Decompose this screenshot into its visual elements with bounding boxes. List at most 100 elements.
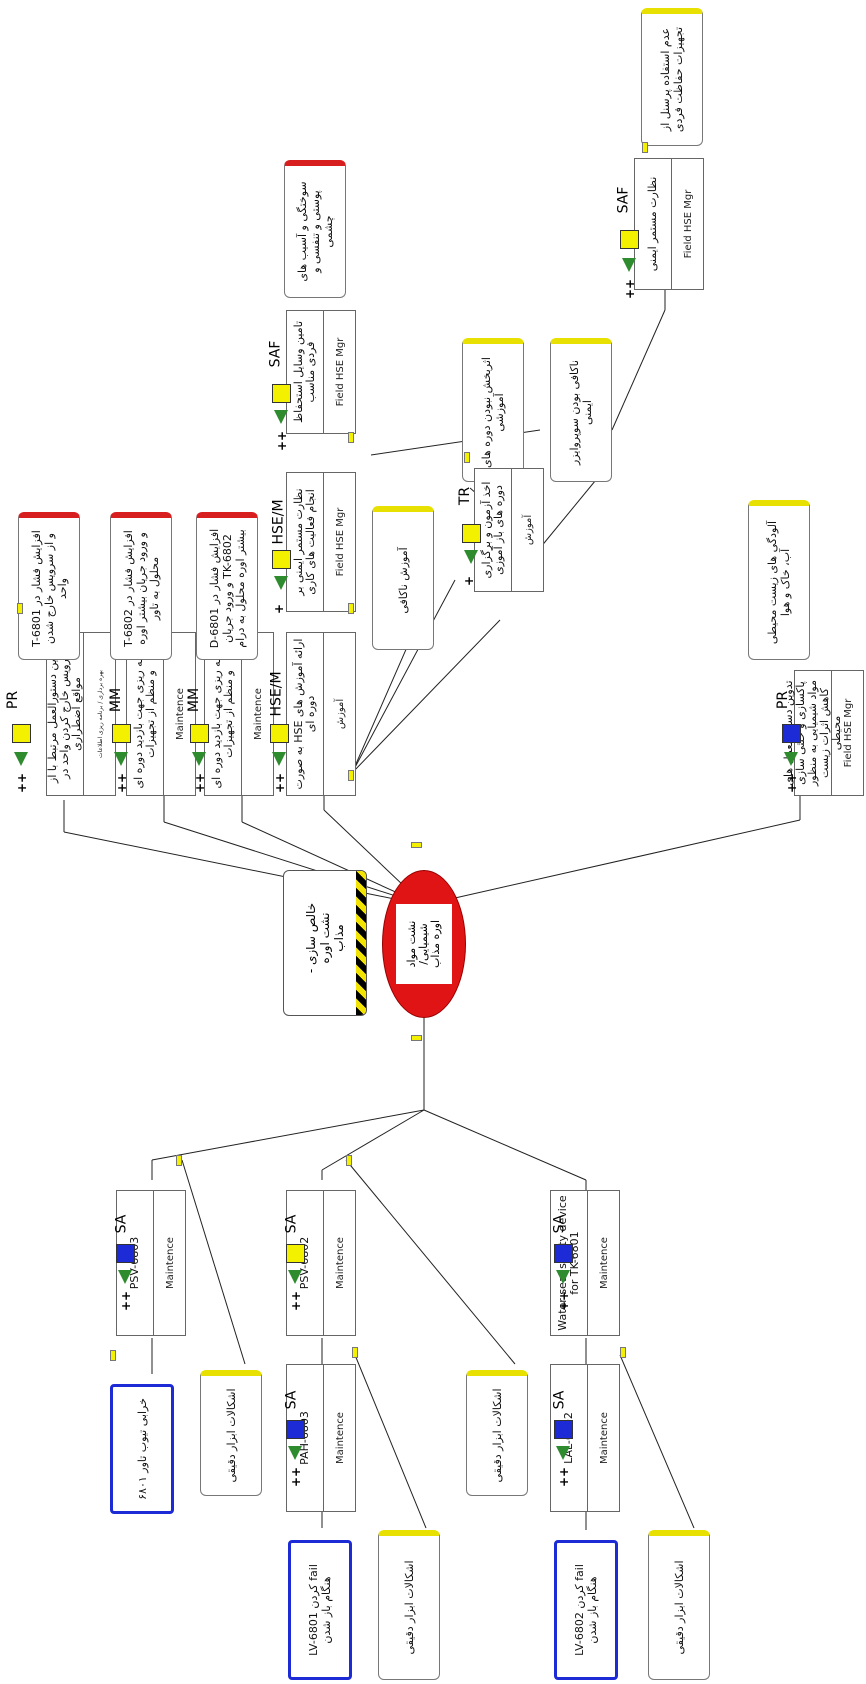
- barrier-tags: ++ PR: [775, 680, 806, 800]
- barrier-tags: ++ HSE/M: [264, 671, 294, 800]
- check-icon: [288, 1270, 302, 1284]
- barrier-subtitle: Maintence: [598, 1237, 610, 1289]
- barrier-type: SA: [283, 1390, 300, 1410]
- effectiveness-tag: ++: [193, 772, 208, 794]
- threat-box[interactable]: fail کردن LV-6801 هنگام باز شدن: [288, 1540, 352, 1680]
- consequence-box[interactable]: آلودگی های زیست محیطی آب، خاک و هوا: [748, 500, 810, 660]
- status-marker: [352, 1347, 358, 1358]
- barrier-tags: ++ SAF: [266, 330, 296, 451]
- status-marker: [176, 1155, 182, 1166]
- status-square: [286, 1420, 305, 1439]
- effectiveness-tag: ++: [115, 772, 130, 794]
- top-event-label: نشت مواد شیمیایی/ اوره مذاب: [405, 919, 442, 969]
- barrier-type: SA: [551, 1390, 568, 1410]
- barrier-tags: ++ SA: [280, 1390, 310, 1490]
- status-marker: [620, 1347, 626, 1358]
- barrier-subtitle: Field HSE Mgr: [334, 337, 346, 407]
- escalation-factor-label: اشکالات ابزار دقیقی: [402, 1560, 416, 1655]
- barrier-tags: ++ SAF: [614, 176, 644, 302]
- status-square: [112, 724, 131, 743]
- hazard-box[interactable]: خالص سازی - نشت اوره مذاب: [283, 870, 367, 1016]
- threat-box[interactable]: خرابی تیوب تاور ۶۸۰۱: [110, 1384, 174, 1514]
- barrier-type: TR: [457, 486, 474, 506]
- status-marker: [642, 142, 648, 153]
- status-square: [272, 550, 291, 569]
- check-icon: [556, 1270, 570, 1284]
- barrier-tags: ++ SA: [280, 1214, 310, 1314]
- check-icon: [288, 1446, 302, 1460]
- escalation-factor-box[interactable]: اشکالات ابزار دقیقی: [466, 1370, 528, 1496]
- effectiveness-tag: ++: [623, 278, 638, 300]
- status-marker: [346, 1155, 352, 1166]
- check-icon: [274, 410, 288, 424]
- barrier-tags: + TR: [456, 472, 486, 592]
- escalation-factor-box[interactable]: ناکافی بودن سوپروایزر ایمنی: [550, 338, 612, 482]
- escalation-factor-box[interactable]: آموزش ناکافی: [372, 506, 434, 650]
- escalation-barrier[interactable]: نظارت مستمر ایمنی Field HSE Mgr: [634, 158, 704, 290]
- consequence-barrier[interactable]: ارائه آموزش های HSE به صورت دوره ای آموز…: [286, 632, 356, 796]
- barrier-subtitle: Field HSE Mgr: [334, 507, 346, 577]
- check-icon: [274, 576, 288, 590]
- barrier-tags: ++ SA: [110, 1214, 140, 1314]
- escalation-factor-box[interactable]: اشکالات ابزار دقیقی: [378, 1530, 440, 1680]
- threat-label: خرابی تیوب تاور ۶۸۰۱: [135, 1398, 149, 1500]
- effectiveness-tag: +: [272, 603, 287, 615]
- hazard-stripes: [356, 871, 366, 1015]
- barrier-type: MM: [108, 687, 125, 713]
- escalation-factor-box[interactable]: عدم استفاده پرسنل از تجهیزات حفاظت فردی: [641, 8, 703, 146]
- escalation-factor-box[interactable]: اثربخش نبودن دوره های آموزشی: [462, 338, 524, 482]
- effectiveness-tag: ++: [557, 1466, 572, 1488]
- barrier-subtitle: Maintence: [164, 1237, 176, 1289]
- consequence-label: افزایش فشار در D-6801 TK-6802 و ورود جری…: [207, 528, 247, 649]
- status-square: [286, 1244, 305, 1263]
- escalation-factor-label: آموزش ناکافی: [396, 547, 410, 614]
- effectiveness-tag: ++: [15, 772, 30, 794]
- status-square: [12, 724, 31, 743]
- barrier-tags: ++ PR: [5, 680, 36, 800]
- barrier-type: SAF: [267, 340, 284, 368]
- top-event[interactable]: نشت مواد شیمیایی/ اوره مذاب: [382, 870, 466, 1018]
- barrier-tags: ++ SA: [548, 1390, 578, 1490]
- barrier-tags: ++ MM: [106, 680, 136, 800]
- effectiveness-tag: +: [462, 575, 477, 587]
- status-square: [782, 724, 801, 743]
- escalation-factor-box[interactable]: سوختگی و آسیب های پوستی و تنفسی و چشمی: [284, 160, 346, 298]
- escalation-factor-box[interactable]: اشکالات ابزار دقیقی: [648, 1530, 710, 1680]
- check-icon: [14, 752, 28, 766]
- consequence-box[interactable]: افزایش فشار در D-6801 TK-6802 و ورود جری…: [196, 512, 258, 660]
- barrier-subtitle: Field HSE Mgr: [682, 189, 694, 259]
- escalation-factor-label: ناکافی بودن سوپروایزر ایمنی: [568, 360, 594, 465]
- escalation-barrier[interactable]: نظارت مستمر ایمنی بر انجام فعالیت های کا…: [286, 472, 356, 612]
- consequence-box[interactable]: افزایش فشار در T-6801 و از سرویس خارج شد…: [18, 512, 80, 660]
- threat-label: fail کردن LV-6802 هنگام باز شدن: [573, 1564, 599, 1656]
- barrier-type: PR: [775, 690, 792, 710]
- threat-label: fail کردن LV-6801 هنگام باز شدن: [307, 1564, 333, 1656]
- hazard-label: خالص سازی - نشت اوره مذاب: [304, 902, 346, 974]
- status-square: [272, 384, 291, 403]
- escalation-barrier[interactable]: تامین وسایل استحفاظ فردی مناسب Field HSE…: [286, 310, 356, 434]
- escalation-factor-label: سوختگی و آسیب های پوستی و تنفسی و چشمی: [295, 181, 335, 282]
- barrier-type: SAF: [615, 186, 632, 214]
- escalation-factor-box[interactable]: اشکالات ابزار دقیقی: [200, 1370, 262, 1496]
- effectiveness-tag: ++: [119, 1290, 134, 1312]
- status-marker: [17, 603, 23, 614]
- consequence-box[interactable]: افزایش فشار در T-6802 و ورود جریان بیشتر…: [110, 512, 172, 660]
- threat-box[interactable]: fail کردن LV-6802 هنگام باز شدن: [554, 1540, 618, 1680]
- barrier-type: SA: [113, 1214, 130, 1234]
- escalation-factor-label: عدم استفاده پرسنل از تجهیزات حفاظت فردی: [659, 26, 685, 133]
- barrier-type: MM: [186, 687, 203, 713]
- status-marker: [348, 770, 354, 781]
- check-icon: [272, 752, 286, 766]
- status-marker: [464, 452, 470, 463]
- escalation-factor-label: اشکالات ابزار دقیقی: [490, 1388, 504, 1483]
- escalation-factor-label: اشکالات ابزار دقیقی: [672, 1560, 686, 1655]
- status-marker: [348, 432, 354, 443]
- status-square: [554, 1420, 573, 1439]
- barrier-subtitle: آموزش: [522, 514, 534, 546]
- effectiveness-tag: ++: [785, 772, 800, 794]
- check-icon: [114, 752, 128, 766]
- check-icon: [192, 752, 206, 766]
- consequence-label: آلودگی های زیست محیطی آب، خاک و هوا: [766, 520, 792, 645]
- check-icon: [784, 752, 798, 766]
